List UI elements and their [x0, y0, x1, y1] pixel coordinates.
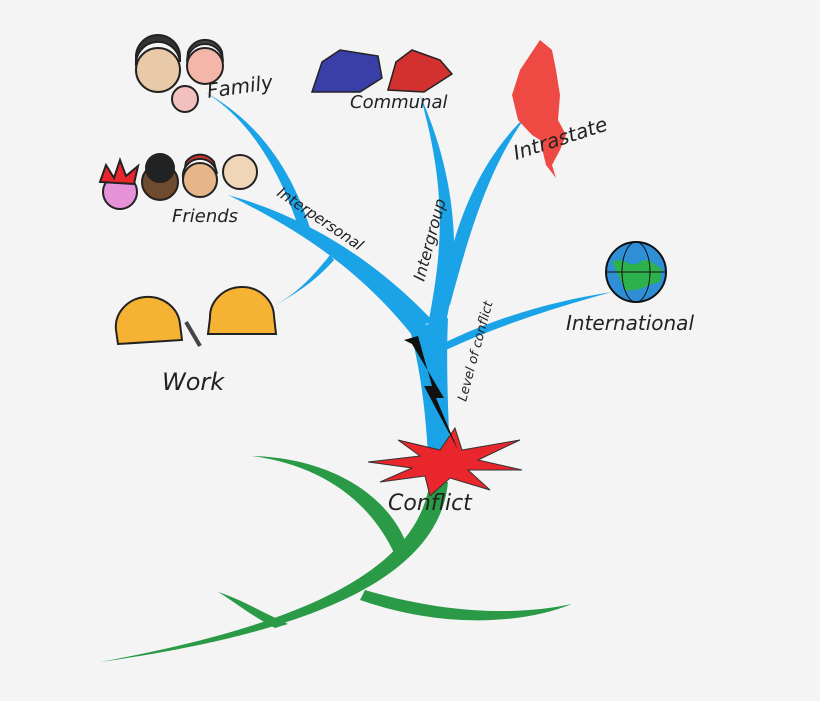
label-communal: Communal [350, 92, 448, 113]
lightning-bolt-icon [404, 336, 458, 450]
branch-international [440, 292, 612, 350]
branch-family [205, 92, 310, 232]
branch-intrastate [440, 115, 527, 305]
label-level-of-conflict: Level of conflict [455, 299, 496, 403]
root-lower-left [218, 592, 288, 628]
globe-icon [605, 241, 667, 303]
branch-work [270, 255, 334, 308]
country-map-icon [512, 40, 566, 178]
label-work: Work [162, 368, 225, 396]
family-faces-icon [134, 34, 224, 113]
root-upper-left [252, 456, 408, 555]
roots [100, 456, 572, 662]
label-friends: Friends [172, 206, 238, 227]
houses-icon [310, 49, 454, 93]
branch-intergroup [420, 95, 455, 325]
friends-faces-icon [98, 153, 258, 210]
hard-hats-icon [114, 286, 278, 346]
label-conflict: Conflict [388, 491, 473, 516]
root-right [360, 590, 572, 621]
wrench-icon [184, 320, 202, 348]
explosion-icon [367, 426, 523, 497]
branch-interpersonal [228, 195, 432, 335]
label-international: International [566, 311, 694, 335]
